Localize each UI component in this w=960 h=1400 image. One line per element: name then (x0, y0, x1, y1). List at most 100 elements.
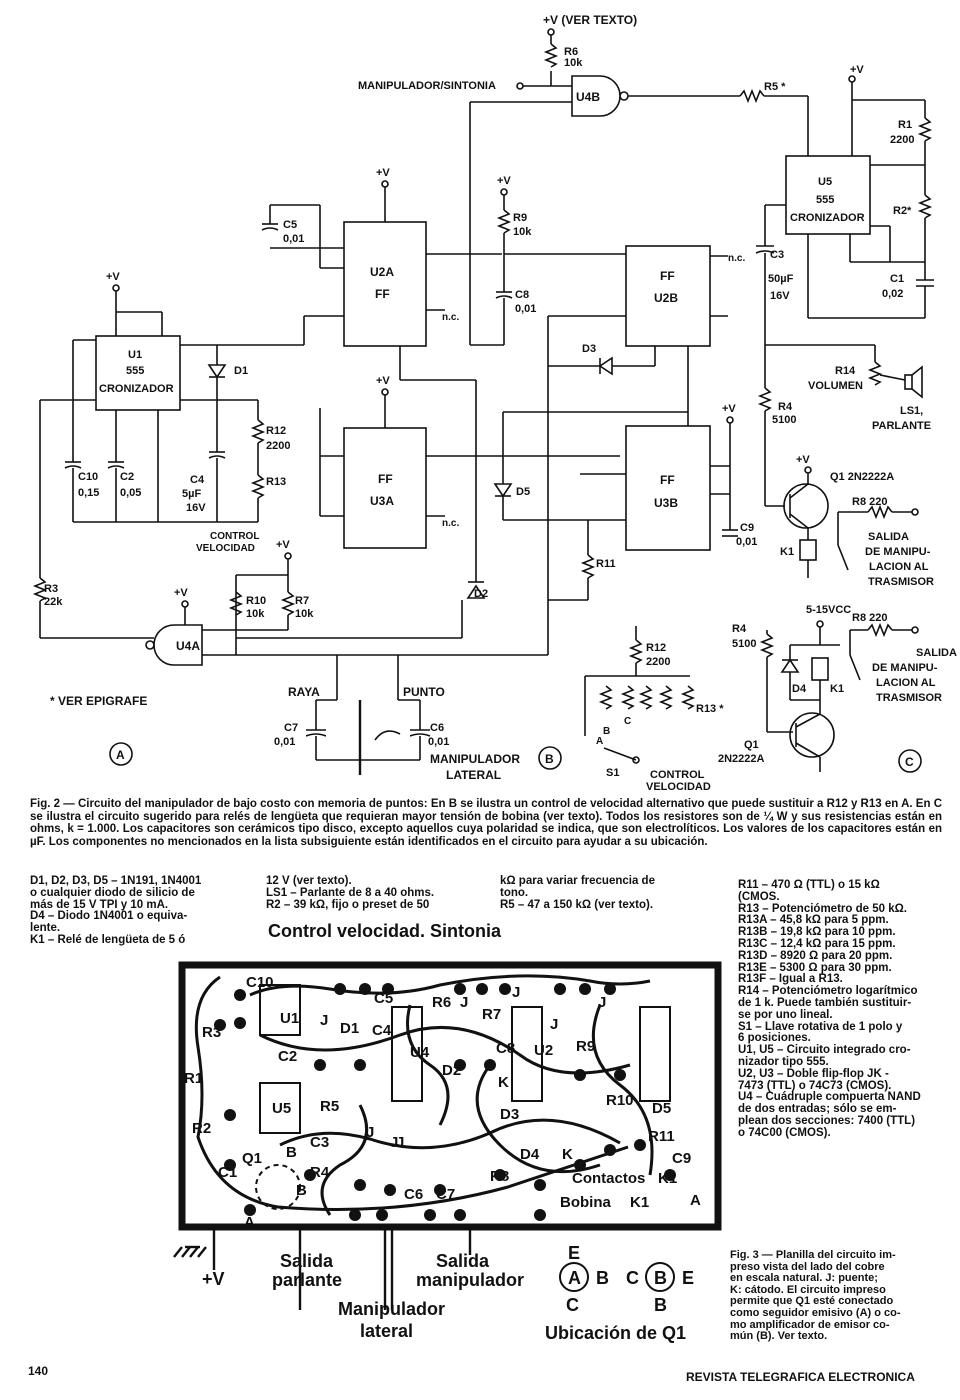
svg-text:C4: C4 (372, 1022, 392, 1039)
svg-text:C10: C10 (246, 974, 274, 991)
svg-text:Bobina: Bobina (560, 1194, 611, 1211)
svg-text:D4: D4 (792, 683, 807, 695)
u1-555-chip (95, 335, 181, 411)
k1-relay-coil-c (811, 657, 829, 681)
svg-text:Salida: Salida (436, 1251, 490, 1271)
q1-pinout-diagrams (559, 1262, 675, 1292)
r1-resistor (917, 117, 933, 142)
svg-text:C9: C9 (672, 1150, 691, 1167)
figure-2-caption: Fig. 2 — Circuito del manipulador de baj… (30, 798, 942, 848)
svg-text:U5: U5 (818, 176, 832, 188)
r13-pot-b (680, 685, 696, 710)
svg-text:PUNTO: PUNTO (403, 685, 445, 699)
svg-text:CONTROL: CONTROL (650, 769, 705, 781)
svg-text:C1: C1 (218, 1164, 237, 1181)
svg-text:U4A: U4A (176, 639, 200, 653)
svg-text:R6: R6 (564, 46, 578, 58)
svg-text:0,05: 0,05 (120, 487, 141, 499)
svg-text:R2: R2 (192, 1120, 211, 1137)
svg-text:B: B (296, 1182, 307, 1199)
svg-text:C1: C1 (890, 273, 904, 285)
svg-text:+V: +V (202, 1269, 225, 1289)
svg-text:C3: C3 (310, 1134, 329, 1151)
svg-text:MANIPULADOR: MANIPULADOR (430, 752, 520, 766)
svg-text:R5: R5 (320, 1098, 339, 1115)
svg-text:DE MANIPU-: DE MANIPU- (865, 546, 931, 558)
svg-text:J: J (512, 984, 520, 1001)
page-number: 140 (28, 1364, 49, 1378)
svg-text:2200: 2200 (890, 134, 914, 146)
svg-text:R14: R14 (835, 365, 856, 377)
svg-text:n.c.: n.c. (442, 312, 459, 323)
svg-text:R10: R10 (246, 595, 266, 607)
svg-text:RAYA: RAYA (288, 685, 320, 699)
svg-text:C7: C7 (284, 722, 298, 734)
r6-resistor (543, 43, 559, 68)
schematic-diagram: +V (VER TEXTO) R6 10k MANIPULADOR/SINTON… (32, 13, 957, 793)
parts-list-col4: R11 – 470 Ω (TTL) o 15 kΩ(CMOS.R13 – Pot… (738, 879, 921, 1139)
svg-text:LS1,: LS1, (900, 405, 923, 417)
svg-text:+V: +V (276, 539, 290, 551)
svg-text:D2: D2 (442, 1062, 461, 1079)
svg-text:Salida: Salida (280, 1251, 334, 1271)
svg-text:R8 220: R8 220 (852, 612, 887, 624)
ls1-speaker (904, 374, 913, 390)
k1-relay-coil (799, 539, 817, 561)
svg-text:C8: C8 (496, 1040, 515, 1057)
svg-text:+V: +V (850, 64, 864, 76)
svg-text:SALIDA: SALIDA (916, 647, 957, 659)
svg-text:LATERAL: LATERAL (446, 768, 501, 782)
q1-footprint (255, 1164, 301, 1210)
svg-text:C6: C6 (404, 1186, 423, 1203)
q1-location-title: Ubicación de Q1 (545, 1323, 686, 1343)
svg-text:TRASMISOR: TRASMISOR (876, 692, 942, 704)
r10-resistor (228, 591, 244, 616)
svg-text:Q1: Q1 (744, 739, 759, 751)
svg-text:n.c.: n.c. (442, 518, 459, 529)
r4-resistor (757, 387, 773, 412)
svg-text:10k: 10k (564, 57, 583, 69)
svg-text:R4: R4 (310, 1164, 330, 1181)
svg-text:0,01: 0,01 (274, 736, 295, 748)
svg-text:R1: R1 (898, 119, 912, 131)
svg-text:D3: D3 (500, 1106, 519, 1123)
svg-text:U1: U1 (280, 1010, 299, 1027)
svg-text:VOLUMEN: VOLUMEN (808, 380, 863, 392)
svg-text:R10: R10 (606, 1092, 634, 1109)
svg-text:+V: +V (796, 454, 810, 466)
svg-text:R13: R13 (266, 476, 286, 488)
svg-text:C: C (566, 1295, 579, 1315)
svg-text:J: J (598, 994, 606, 1011)
svg-text:parlante: parlante (272, 1270, 342, 1290)
svg-text:U2: U2 (534, 1042, 553, 1059)
svg-text:R1: R1 (184, 1070, 203, 1087)
svg-text:50µF: 50µF (768, 273, 794, 285)
svg-text:0,02: 0,02 (882, 288, 903, 300)
u2a-flipflop (343, 221, 427, 347)
svg-text:R11: R11 (596, 558, 616, 570)
svg-text:Manipulador: Manipulador (338, 1299, 445, 1319)
svg-text:E: E (568, 1243, 580, 1263)
svg-text:C: C (624, 716, 631, 727)
circle-label-a (109, 742, 133, 766)
svg-text:C7: C7 (436, 1186, 455, 1203)
svg-text:R3: R3 (44, 583, 58, 595)
svg-text:LACION AL: LACION AL (876, 677, 936, 689)
r13-resistor (250, 474, 266, 499)
svg-text:C2: C2 (120, 471, 134, 483)
r11-resistor (580, 554, 596, 579)
pcb-layout: Control velocidad. Sintonia C10 R3 U1 C5… (173, 921, 722, 1343)
svg-text:A: A (596, 736, 603, 747)
svg-text:R4: R4 (732, 623, 747, 635)
svg-text:Q1 2N2222A: Q1 2N2222A (830, 471, 894, 483)
svg-text:R7: R7 (295, 595, 309, 607)
svg-text:16V: 16V (186, 502, 206, 514)
svg-text:A: A (244, 1214, 255, 1231)
svg-text:FF: FF (660, 473, 675, 487)
svg-text:B: B (286, 1144, 297, 1161)
d1-diode (207, 364, 227, 379)
svg-text:+V: +V (497, 175, 511, 187)
d3-diode (598, 356, 613, 376)
u3b-flipflop (625, 425, 711, 551)
